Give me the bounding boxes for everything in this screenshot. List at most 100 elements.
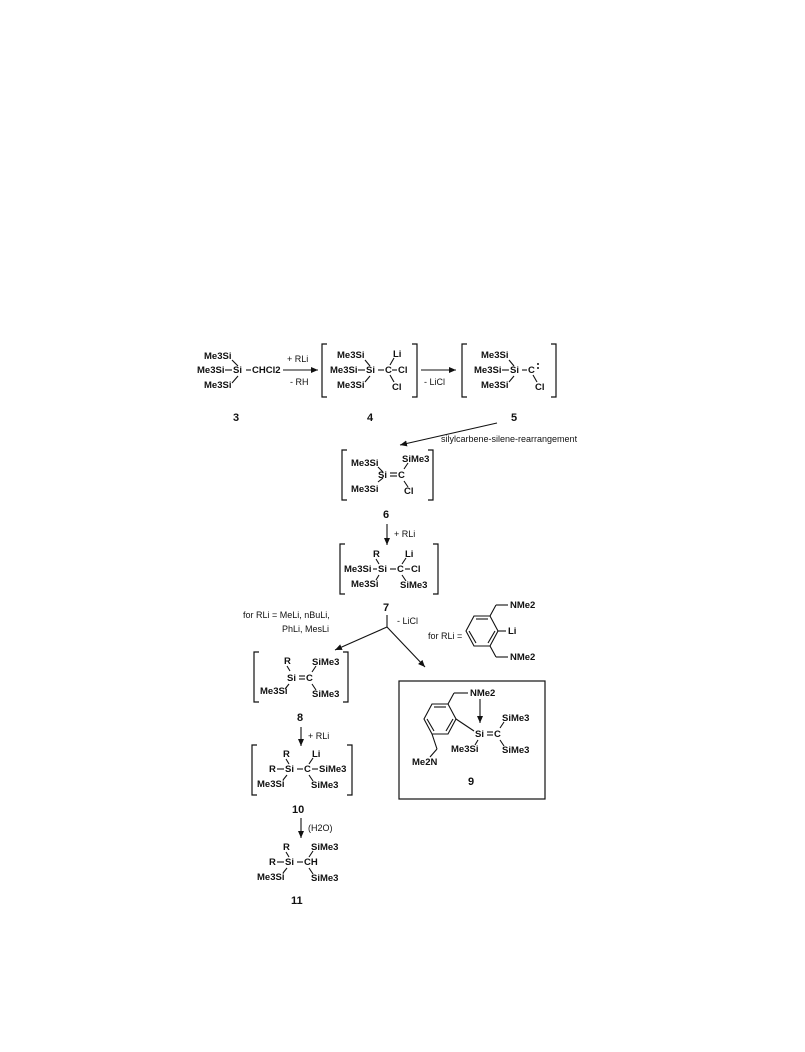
compound-11: R R Si Me3Si CH SiMe3 SiMe3 11	[257, 842, 338, 907]
si-label: Si	[510, 365, 519, 376]
arrow-label: + RLi	[308, 731, 329, 741]
compound-number-5: 5	[511, 412, 517, 424]
r-label: R	[283, 749, 290, 760]
me3si-label: Me3Si	[451, 744, 478, 755]
compound-number-4: 4	[367, 412, 374, 424]
compound-number-8: 8	[297, 712, 303, 724]
c-label: C	[306, 673, 313, 684]
li-label: Li	[508, 626, 516, 637]
me3si-label: Me3Si	[351, 458, 378, 469]
c-label: C	[528, 365, 535, 376]
me3si-label: Me3Si	[351, 484, 378, 495]
si-label: Si	[285, 857, 294, 868]
ch-label: CH	[304, 857, 318, 868]
arrow-label: - RH	[290, 377, 309, 387]
r-label: R	[283, 842, 290, 853]
me3si-label: Me3Si	[204, 351, 231, 362]
cl-label: Cl	[392, 382, 402, 393]
me3si-label: Me3Si	[344, 564, 371, 575]
me3si-label: Me3Si	[481, 350, 508, 361]
me3si-label: Me3Si	[351, 579, 378, 590]
chcl2-label: CHCl2	[252, 365, 281, 376]
r-label: R	[269, 764, 276, 775]
compound-9: NMe2 Si Me3Si C SiMe3 SiMe3 Me2N 9	[398, 680, 546, 800]
compound-number-6: 6	[383, 509, 389, 521]
cl-label: Cl	[411, 564, 421, 575]
si-label: Si	[378, 564, 387, 575]
nme2-label: NMe2	[470, 688, 495, 699]
arrow-3-to-4: + RLi - RH	[283, 354, 318, 387]
li-label: Li	[405, 549, 413, 560]
me3si-label: Me3Si	[481, 380, 508, 391]
nme2-label: NMe2	[510, 652, 535, 663]
si-label: Si	[233, 365, 242, 376]
compound-number-11: 11	[291, 895, 303, 907]
c-label: C	[385, 365, 392, 376]
me2n-label: Me2N	[412, 757, 437, 768]
condition-left-line2: PhLi, MesLi	[282, 624, 329, 634]
sime3-label: SiMe3	[311, 780, 338, 791]
arrow-label: + RLi	[287, 354, 308, 364]
li-label: Li	[393, 349, 401, 360]
compound-3: Me3Si Me3Si Me3Si Si CHCl2 3	[197, 351, 281, 424]
c-label: C	[494, 729, 501, 740]
c-label: C	[397, 564, 404, 575]
me3si-label: Me3Si	[337, 380, 364, 391]
r-label: R	[269, 857, 276, 868]
compound-8: R Si Me3Si C SiMe3 SiMe3 8	[253, 651, 349, 724]
cl-label: Cl	[535, 382, 545, 393]
arrow-10-to-11: (H2O)	[298, 818, 333, 838]
sime3-label: SiMe3	[502, 745, 529, 756]
c-label: C	[304, 764, 311, 775]
arrow-label: (H2O)	[308, 823, 333, 833]
sime3-label: SiMe3	[319, 764, 346, 775]
cl-label: Cl	[398, 365, 408, 376]
sime3-label: SiMe3	[502, 713, 529, 724]
compound-4: Me3Si Me3Si Me3Si Si C Li Cl Cl 4	[321, 343, 418, 424]
me3si-label: Me3Si	[337, 350, 364, 361]
sime3-label: SiMe3	[311, 842, 338, 853]
compound-5: Me3Si Me3Si Me3Si Si C Cl 5	[461, 343, 557, 424]
me3si-label: Me3Si	[257, 779, 284, 790]
me3si-label: Me3Si	[197, 365, 224, 376]
arrow-label: + RLi	[394, 529, 415, 539]
si-label: Si	[285, 764, 294, 775]
me3si-label: Me3Si	[257, 872, 284, 883]
compound-number-7: 7	[383, 602, 389, 614]
arrow-6-to-7: + RLi	[384, 524, 415, 545]
r-label: R	[373, 549, 380, 560]
me3si-label: Me3Si	[260, 686, 287, 697]
nme2-label: NMe2	[510, 600, 535, 611]
c-label: C	[398, 470, 405, 481]
r-label: R	[284, 656, 291, 667]
arrow-label: - LiCl	[424, 377, 445, 387]
branch-arrows: - LiCl for RLi = MeLi, nBuLi, PhLi, MesL…	[243, 610, 462, 668]
sime3-label: SiMe3	[402, 454, 429, 465]
compound-10: R R Si Me3Si C Li SiMe3 SiMe3 10	[251, 744, 353, 816]
compound-number-9: 9	[468, 776, 474, 788]
me3si-label: Me3Si	[204, 380, 231, 391]
me3si-label: Me3Si	[474, 365, 501, 376]
li-label: Li	[312, 749, 320, 760]
si-label: Si	[378, 470, 387, 481]
condition-left-line1: for RLi = MeLi, nBuLi,	[243, 610, 330, 620]
arrow-8-to-10: + RLi	[298, 727, 329, 746]
sime3-label: SiMe3	[312, 657, 339, 668]
aryllithium-reagent: NMe2 Li NMe2	[465, 600, 535, 663]
cl-label: Cl	[404, 486, 414, 497]
arrow-4-to-5: - LiCl	[421, 367, 456, 387]
compound-number-3: 3	[233, 412, 239, 424]
compound-number-10: 10	[292, 804, 304, 816]
sime3-label: SiMe3	[312, 689, 339, 700]
me3si-label: Me3Si	[330, 365, 357, 376]
arrow-label: - LiCl	[397, 616, 418, 626]
arrow-5-to-6: silylcarbene-silene-rearrangement	[399, 422, 578, 447]
si-label: Si	[287, 673, 296, 684]
arrow-label: silylcarbene-silene-rearrangement	[441, 434, 578, 444]
compound-7: R Me3Si Si Me3Si C Li Cl SiMe3 7	[339, 543, 439, 614]
compound-6: Me3Si Si Me3Si C SiMe3 Cl 6	[341, 449, 434, 521]
condition-right: for RLi =	[428, 631, 462, 641]
si-label: Si	[475, 729, 484, 740]
sime3-label: SiMe3	[400, 580, 427, 591]
